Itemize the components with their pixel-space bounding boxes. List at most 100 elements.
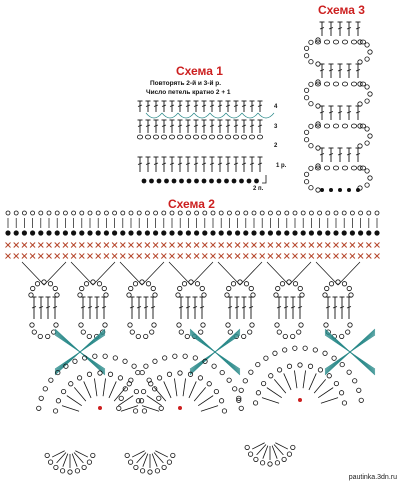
chain-stitch-symbol — [210, 210, 216, 216]
diagonal-chain — [324, 334, 376, 370]
chain-stitch-symbol — [333, 210, 339, 216]
chain-stitch-symbol — [250, 292, 256, 298]
single-crochet-symbol — [324, 242, 331, 248]
treble-stitch-symbol — [302, 370, 306, 389]
chain-stitch-symbol — [161, 464, 167, 471]
chain-stitch-symbol — [177, 210, 183, 216]
chain-stitch-symbol — [48, 377, 54, 383]
diagonal-chain — [54, 334, 106, 370]
chain-stitch-symbol — [67, 469, 73, 475]
chain-stitch-symbol — [358, 397, 364, 403]
chain-stitch-symbol — [161, 210, 167, 216]
treble-stitch-symbol — [163, 381, 172, 399]
treble-stitch-symbol — [145, 162, 151, 165]
chain-stitch-symbol — [359, 81, 366, 87]
treble-stitch-symbol — [273, 379, 287, 394]
treble-stitch-symbol — [346, 153, 352, 156]
chain-stitch-symbol — [282, 333, 288, 340]
chain-stitch-symbol — [263, 355, 269, 361]
single-crochet-symbol — [201, 253, 208, 259]
chain-stitch-symbol — [42, 386, 48, 392]
chain-stitch-symbol — [162, 355, 168, 361]
treble-stitch-symbol — [61, 405, 80, 412]
chain-stitch-symbol — [129, 329, 135, 335]
slip-stitch-symbol — [292, 230, 298, 236]
chain-stitch-symbol — [364, 84, 370, 90]
treble-stitch-symbol — [80, 306, 86, 309]
slip-stitch-symbol — [341, 230, 347, 236]
center-marker — [178, 406, 182, 410]
chain-stitch-symbol — [248, 134, 255, 140]
chain-stitch-symbol — [82, 355, 88, 361]
treble-stitch-symbol — [193, 124, 199, 127]
treble-stitch-symbol — [273, 444, 284, 456]
scheme2-diagram — [5, 210, 380, 475]
chain-stitch-symbol — [357, 59, 363, 65]
chain-stitch-symbol — [202, 358, 208, 364]
chain-stitch-symbol — [255, 390, 262, 396]
treble-stitch-symbol — [209, 124, 215, 127]
single-crochet-symbol — [177, 253, 184, 259]
chain-stitch-symbol — [308, 59, 314, 65]
treble-stitch-symbol — [83, 381, 92, 399]
chain-stitch-symbol — [224, 134, 231, 140]
treble-stitch-symbol — [313, 379, 327, 394]
chain-stitch-symbol — [357, 165, 363, 171]
chain-stitch-symbol — [348, 292, 354, 298]
treble-stitch-symbol — [131, 450, 145, 458]
slip-stitch-symbol — [103, 230, 109, 236]
single-crochet-symbol — [185, 242, 192, 248]
slip-stitch-symbol — [320, 188, 324, 192]
slip-stitch-symbol — [62, 230, 68, 236]
chain-stitch-symbol — [120, 210, 126, 216]
slip-stitch-symbol — [210, 230, 216, 236]
chain-stitch-symbol — [308, 81, 314, 87]
treble-stitch-symbol — [257, 104, 263, 107]
single-crochet-symbol — [349, 253, 356, 259]
slip-stitch-symbol — [5, 230, 11, 236]
treble-stitch-symbol — [141, 405, 160, 412]
single-crochet-symbol — [308, 253, 315, 259]
treble-stitch-symbol — [108, 381, 117, 399]
single-crochet-symbol — [54, 253, 61, 259]
slip-stitch-symbol — [149, 178, 154, 184]
chain-stitch-symbol — [350, 123, 357, 129]
treble-stitch-symbol — [75, 450, 89, 458]
slip-stitch-symbol — [38, 230, 44, 236]
chain-stitch-symbol — [177, 370, 183, 376]
chain-stitch-symbol — [150, 285, 156, 292]
treble-stitch-symbol — [319, 27, 325, 30]
treble-stitch-symbol — [209, 104, 215, 107]
chain-stitch-symbol — [176, 134, 183, 140]
chain-stitch-symbol — [116, 405, 122, 411]
chain-stitch-symbol — [260, 380, 267, 387]
chain-stitch-symbol — [97, 370, 103, 376]
chain-stitch-symbol — [252, 400, 259, 406]
chain-stitch-symbol — [249, 322, 255, 328]
chain-stitch-symbol — [317, 367, 324, 373]
chain-stitch-symbol — [255, 361, 261, 368]
single-crochet-symbol — [21, 242, 28, 248]
slip-stitch-symbol — [171, 178, 177, 184]
single-crochet-symbol — [128, 242, 134, 248]
treble-stitch-symbol — [332, 306, 338, 309]
slip-stitch-symbol — [194, 178, 199, 184]
single-crochet-symbol — [95, 242, 102, 248]
treble-stitch-symbol — [346, 27, 352, 30]
chain-stitch-symbol — [323, 81, 330, 87]
treble-stitch-symbol — [241, 162, 247, 165]
slip-stitch-symbol — [95, 230, 101, 236]
chain-stitch-symbol — [335, 279, 341, 285]
slip-stitch-symbol — [29, 230, 36, 236]
treble-stitch-symbol — [178, 306, 184, 309]
treble-stitch-symbol — [94, 378, 98, 397]
chain-stitch-symbol — [341, 400, 348, 406]
chain-stitch-symbol — [149, 329, 155, 335]
treble-stitch-symbol — [146, 395, 162, 407]
treble-stitch-symbol — [256, 444, 267, 456]
chain-arch-symbol — [241, 112, 259, 119]
chain-stitch-symbol — [194, 210, 200, 216]
chain-stitch-symbol — [156, 375, 163, 381]
chain-stitch-symbol — [102, 353, 108, 359]
single-crochet-symbol — [111, 242, 118, 248]
